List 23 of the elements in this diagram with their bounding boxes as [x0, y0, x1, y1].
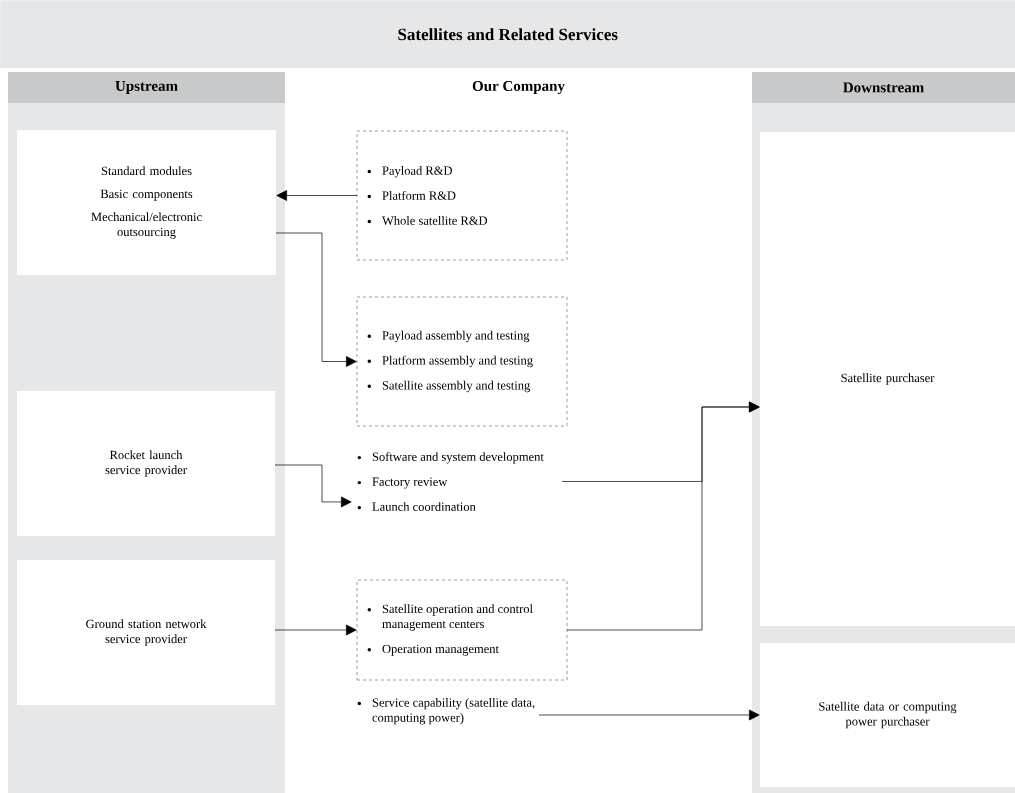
activity-list: Service capability (satellite data, computing power)	[357, 698, 535, 725]
activity-box: Payload assembly and testing Platform assembly and testing Satellite assembly and testing	[356, 296, 568, 427]
arrow	[276, 190, 358, 201]
title-band: Satellites and Related Services	[0, 0, 1015, 69]
supplier-box: Rocket launch service provider	[17, 391, 275, 536]
customer-box: Satellite data or computing power purchaser	[760, 643, 1015, 787]
arrow	[274, 464, 352, 508]
arrow	[275, 232, 357, 367]
arrow	[566, 401, 760, 631]
column-heading: Our Company	[472, 80, 565, 95]
activity-list: Software and system development Factory review Launch coordination	[357, 452, 544, 511]
node-label: Software and system development	[372, 452, 544, 464]
activity-box: Payload R&D Platform R&D Whole satellite R&D	[356, 130, 568, 261]
customer-box: Satellite purchaser	[760, 132, 1015, 626]
column-header: Downstream	[752, 72, 1015, 103]
column-header: Upstream	[8, 72, 285, 103]
arrow	[538, 709, 760, 721]
arrow	[274, 624, 357, 636]
supplier-box: Ground station network service provider	[17, 560, 275, 705]
node-label: Launch coordination	[372, 502, 476, 511]
node-label: Factory review	[372, 477, 448, 489]
supplier-box: Standard modules Basic components Mechanical/electronic outsourcing	[17, 130, 276, 275]
activity-box: Satellite operation and control management centers Operation management	[356, 579, 568, 681]
